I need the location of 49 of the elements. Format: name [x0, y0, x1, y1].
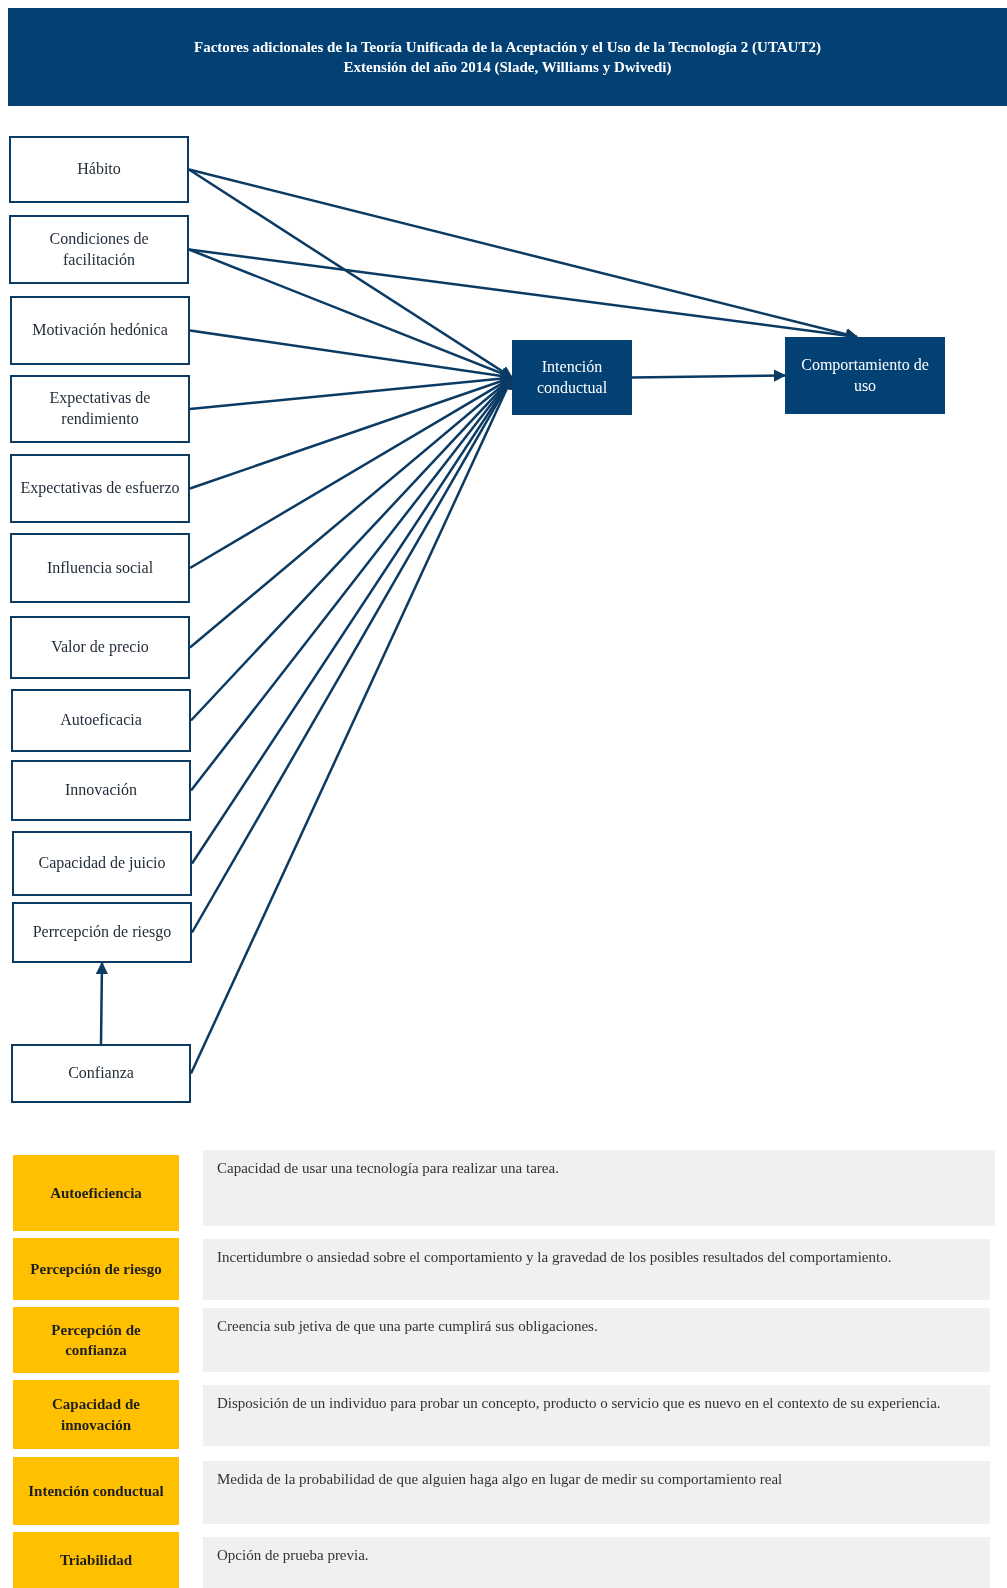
title: Factores adicionales de la Teoría Unificada de la Aceptación y el Uso de la Tecnología 2 (UTAUT2) Extensión del año 2014 (Slade, Williams y Dwivedi): [193, 37, 822, 77]
node-label: Comportamiento de uso: [800, 354, 930, 396]
node-label: Valor de precio: [51, 637, 149, 658]
node-label: Creencia sub jetiva de que una parte cumplirá sus obligaciones.: [217, 1317, 598, 1336]
node-label: Confianza: [68, 1063, 134, 1084]
node-label: Capacidad de innovación: [51, 1395, 141, 1435]
term-box: [13, 1155, 179, 1231]
factor-box: [10, 296, 190, 365]
node-label: Autoeficiencia: [50, 1183, 142, 1203]
node-label: Hábito: [77, 159, 121, 180]
term-box: [13, 1238, 179, 1300]
construct-box: [512, 340, 632, 415]
factor-box: [11, 689, 191, 752]
arrow: [632, 369, 787, 382]
node-label: Percepción de confianza: [50, 1320, 142, 1360]
node-label: Expectativas de rendimiento: [48, 388, 152, 429]
term-box: [13, 1532, 179, 1588]
node-label: Percepción de riesgo: [30, 1259, 162, 1279]
node-label: Disposición de un individuo para probar un concepto, producto o servicio que es nuevo en el contexto de su experiencia.: [217, 1394, 941, 1413]
arrow: [95, 961, 109, 1044]
node-label: Autoeficacia: [60, 710, 142, 731]
node-label: Expectativas de esfuerzo: [20, 478, 180, 499]
factor-box: [10, 375, 190, 443]
node-label: Innovación: [65, 780, 137, 801]
construct-box: [785, 337, 945, 414]
term-box: [13, 1457, 179, 1525]
node-label: Intención conductual: [535, 356, 609, 398]
node-label: Capacidad de usar una tecnología para realizar una tarea.: [217, 1159, 559, 1178]
term-box: [13, 1380, 179, 1449]
factor-box: [9, 215, 189, 284]
factor-box: [11, 760, 191, 821]
node-label: Capacidad de juicio: [38, 853, 166, 874]
factor-box: [9, 136, 189, 203]
factor-box: [10, 454, 190, 523]
term-box: [13, 1307, 179, 1373]
node-label: Incertidumbre o ansiedad sobre el comportamiento y la gravedad de los posibles resultados del comportamiento.: [217, 1248, 892, 1267]
node-label: Motivación hedónica: [32, 320, 168, 341]
node-label: Triabilidad: [59, 1550, 133, 1570]
node-label: Influencia social: [46, 557, 154, 578]
node-label: Perrcepción de riesgo: [32, 922, 172, 943]
node-label: Condiciones de facilitación: [48, 228, 150, 270]
node-label: Intención conductual: [28, 1481, 164, 1501]
factor-box: [10, 533, 190, 603]
node-label: Medida de la probabilidad de que alguien haga algo en lugar de medir su comportamiento real: [217, 1470, 783, 1489]
factor-box: [12, 902, 192, 963]
node-label: Opción de prueba previa.: [217, 1546, 369, 1565]
factor-box: [12, 831, 192, 896]
factor-box: [11, 1044, 191, 1103]
factor-box: [10, 616, 190, 679]
